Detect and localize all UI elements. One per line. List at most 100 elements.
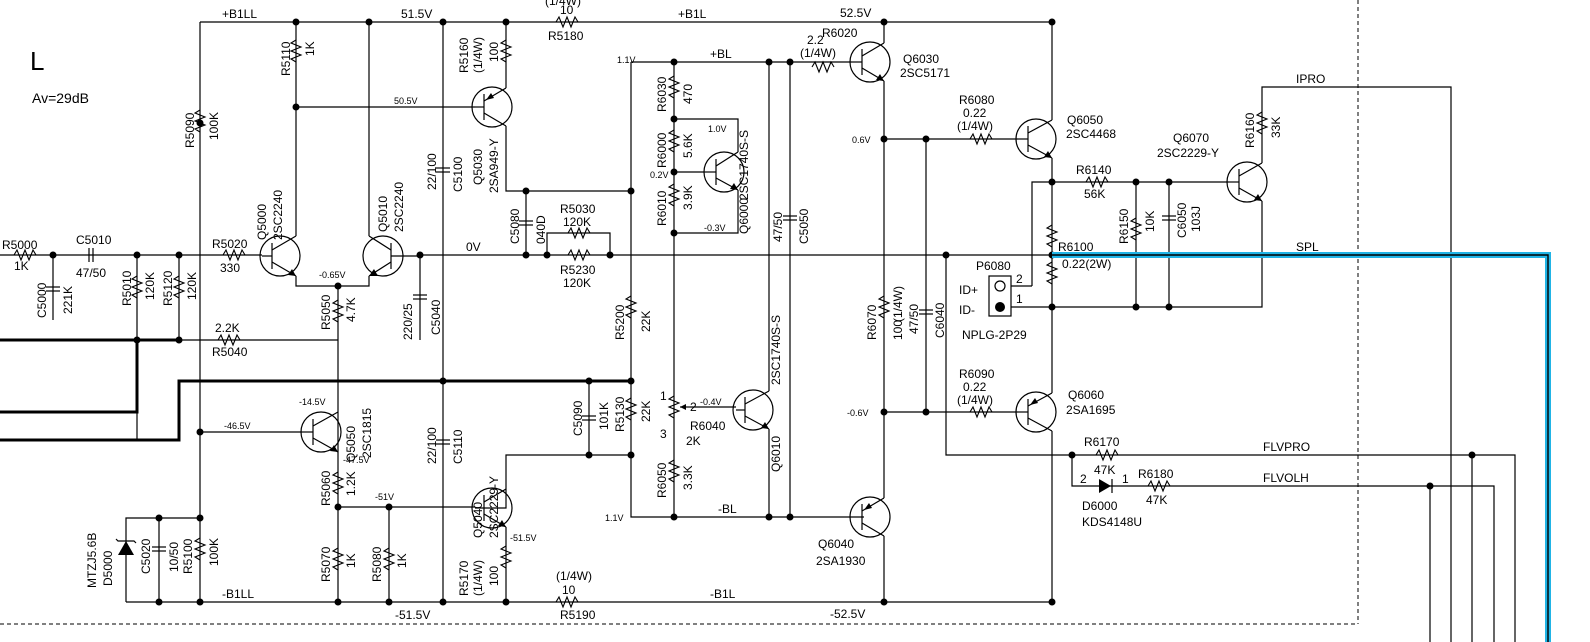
r6180-value: 47K [1146,493,1167,507]
r5120-value: 120K [185,272,199,300]
d6000-symbol [1099,479,1113,493]
r6020-ref: R6020 [822,26,858,40]
c5050-value: 47/50 [771,212,785,242]
r5100-ref: R5100 [181,538,195,574]
q6030-symbol [849,41,891,83]
r5060-value: 1.2K [344,471,358,496]
r6050-ref: R6050 [655,462,669,498]
r5200-symbol [624,295,638,319]
q6050-symbol [1015,118,1057,160]
voltage-06: 0.6V [852,135,871,145]
r5230-value: 120K [563,276,591,290]
r6030-value: 470 [681,84,695,104]
r5040-ref: R5040 [212,345,248,359]
voltage-m145: -14.5V [299,397,326,407]
r6010-value: 3.9K [681,185,695,210]
rail-b1l-top: +B1L [678,7,707,21]
r5160-symbol [499,39,513,63]
rail-v515-bot: -51.5V [395,608,430,622]
c5010-symbol [88,248,94,262]
r6090-note: (1/4W) [957,393,993,407]
r5000-symbol [13,248,37,262]
r6180-symbol [1147,479,1171,493]
c5010-value: 47/50 [76,266,106,280]
r5060-symbol [331,471,345,495]
gain-label: Av=29dB [32,90,89,106]
r5070-value: 1K [344,553,358,568]
r6070-note: (1/4W) [891,286,905,322]
r5050-ref: R5050 [319,294,333,330]
voltage-11b: 1.1V [605,513,624,523]
q5040-part: 2SC2229-Y [487,476,501,538]
c5080-value: 040D [534,215,548,244]
c5110-ref: C5110 [451,429,465,464]
r5190-ref: R5190 [560,608,596,622]
r5170-symbol [499,545,513,569]
r5080-ref: R5080 [370,546,384,582]
q6000-part: 2SC1740S-S [737,130,751,200]
c6040-ref: C6040 [933,302,947,338]
voltage-m06: -0.6V [847,408,869,418]
r5130-ref: R5130 [613,396,627,432]
connector-ref: P6080 [976,259,1011,273]
r6160-value: 33K [1269,117,1283,138]
voltage-505: 50.5V [394,96,418,106]
r5070-ref: R5070 [319,546,333,582]
q6030-ref: Q6030 [903,52,939,66]
r5170-note: (1/4W) [471,560,485,596]
r5010-symbol [130,275,144,299]
c5100-value: 22/100 [425,153,439,190]
d6000-pin1: 1 [1122,472,1129,486]
r5160-ref: R5160 [457,37,471,73]
q5040-symbol [471,487,513,529]
q6030-part: 2SC5171 [900,66,950,80]
c5050-ref: C5050 [797,208,811,244]
q6070-symbol [1226,161,1268,203]
rail-v525-bot: -52.5V [830,607,865,621]
r6150-value: 10K [1143,211,1157,232]
r5030-ref: R5030 [560,202,596,216]
q5000-symbol [259,235,301,277]
r5100-value: 100K [207,538,221,566]
connector-pin1: 1 [1016,292,1023,306]
q5030-part: 2SA949-Y [487,138,501,193]
voltage-11a: 1.1V [617,55,636,65]
r5110-symbol [289,39,303,63]
q5030-ref: Q5030 [471,149,485,185]
r6090-ref: R6090 [959,367,995,381]
rail-b1ll-bot: -B1LL [222,587,254,601]
r5160-value: 100 [487,42,501,62]
r5070-symbol [331,547,345,571]
q6050-ref: Q6050 [1067,113,1103,127]
rail-b1ll-top: +B1LL [222,7,257,21]
r6030-symbol [667,75,681,99]
c6040-value: 47/50 [907,304,921,334]
q6050-part: 2SC4468 [1066,127,1116,141]
rail-bl-bot: -BL [718,502,737,516]
r6070-symbol [877,295,891,319]
r6160-symbol [1255,111,1269,135]
r6020-symbol [811,60,835,74]
r6010-ref: R6010 [655,190,669,226]
r5180-note: (1/4W) [545,0,581,8]
r5230-ref: R5230 [560,263,596,277]
r6160-ref: R6160 [1243,112,1257,148]
r5120-ref: R5120 [161,270,175,306]
r5130-value: 22K [639,401,653,422]
q6070-ref: Q6070 [1173,131,1209,145]
r5200-value: 22K [639,311,653,332]
rail-b1l-bot: -B1L [710,587,736,601]
r5000-value: 1K [14,259,29,273]
r5180-symbol [555,15,579,29]
q5030-symbol [471,86,513,128]
diff-pair-wires [292,22,475,602]
rail-zero: 0V [466,240,481,254]
signal-ipro: IPRO [1296,72,1325,86]
r5030-symbol [567,226,591,240]
r6080-symbol [969,132,993,146]
r5040-symbol [217,333,241,347]
q5050-part: 2SC1815 [360,408,374,458]
c5040-value: 220/25 [401,303,415,340]
r5030-value: 120K [563,215,591,229]
r6000-ref: R6000 [655,132,669,168]
